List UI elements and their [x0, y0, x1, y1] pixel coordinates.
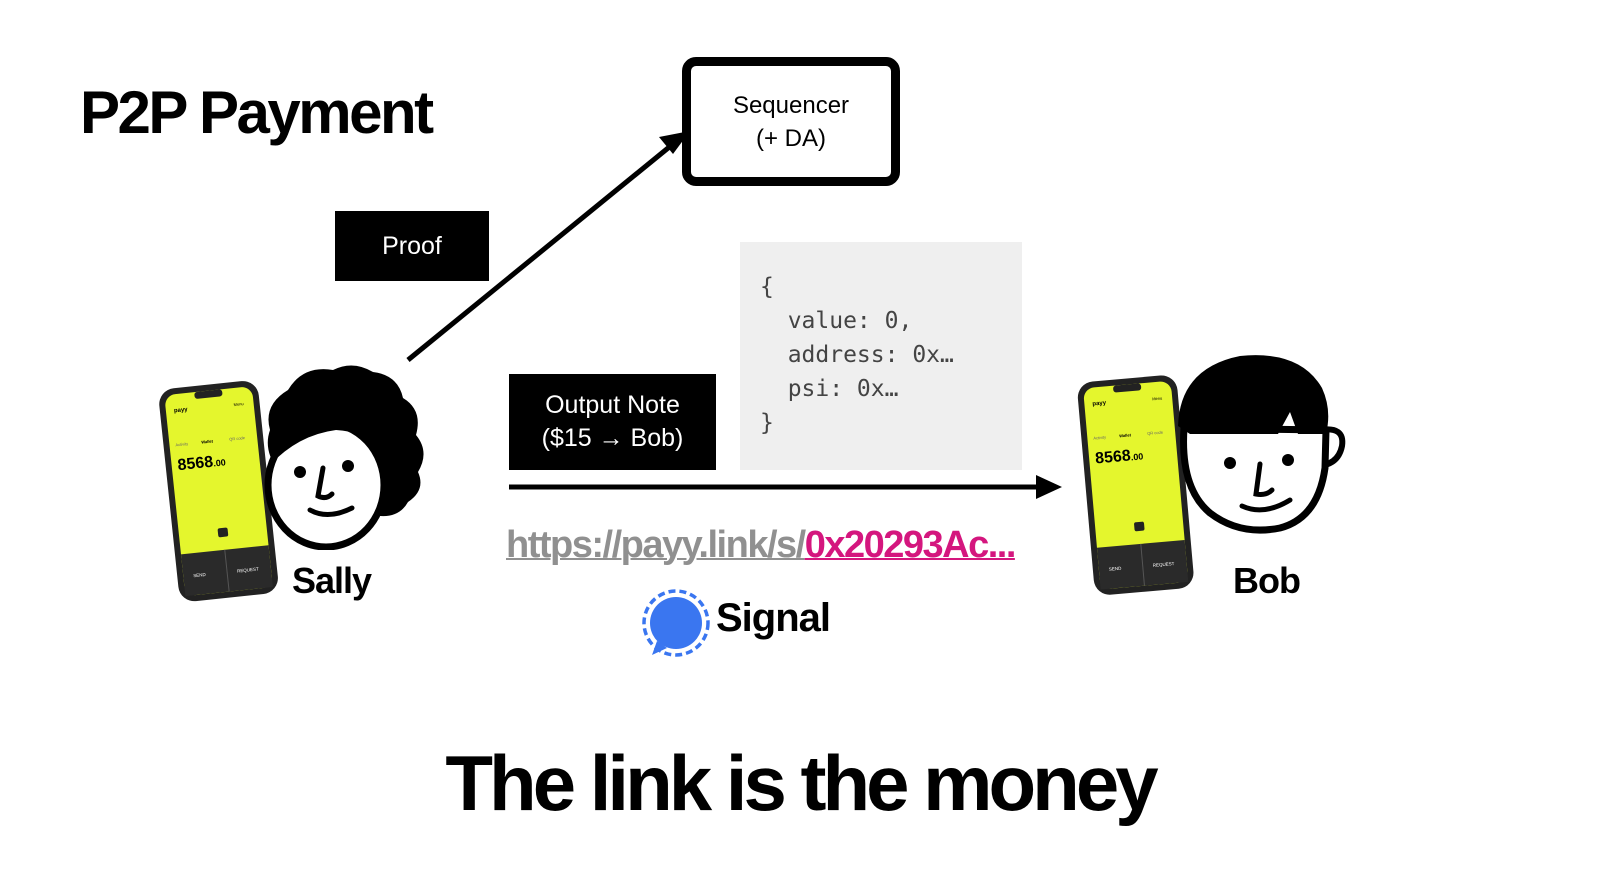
- sally-phone-tab-qr: QR code: [229, 435, 246, 442]
- signal-logo-icon: [642, 589, 710, 657]
- bob-name: Bob: [1233, 560, 1301, 601]
- bob-phone-send: SEND: [1109, 566, 1123, 572]
- signal-label: Signal: [716, 596, 831, 640]
- note-code-box: { value: 0, address: 0x… psi: 0x… }: [740, 242, 1022, 470]
- sally-phone-balance-cents: .00: [213, 457, 226, 468]
- svg-text:8568.00: 8568.00: [177, 452, 227, 474]
- output-note-label: Output Note ($15 → Bob): [509, 374, 716, 470]
- output-note-amount: ($15 → Bob): [541, 424, 684, 452]
- proof-label: Proof: [335, 211, 489, 281]
- sally-phone-request: REQUEST: [237, 566, 259, 573]
- output-note-title: Output Note: [545, 391, 680, 419]
- payment-link-prefix[interactable]: https://payy.link/s/: [506, 524, 806, 566]
- bob-phone-tab-activity: Activity: [1093, 435, 1106, 441]
- output-note-arrowhead: [1036, 475, 1062, 499]
- sally-name: Sally: [292, 560, 372, 601]
- bob-avatar: [1178, 355, 1346, 534]
- sally-phone-send: SEND: [193, 572, 207, 578]
- bob-phone-tab-qr: QR code: [1147, 429, 1164, 435]
- sally-phone-tab-activity: Activity: [175, 441, 188, 447]
- bob-phone-menu: Menu: [1152, 395, 1162, 401]
- bob-phone-request: REQUEST: [1153, 561, 1175, 568]
- sally-phone-tab-wallet: Wallet: [201, 438, 214, 444]
- sally-phone-balance: 8568: [177, 454, 214, 475]
- sequencer-box: Sequencer (+ DA): [682, 57, 900, 186]
- tagline: The link is the money: [445, 739, 1158, 827]
- svg-text:8568.00: 8568.00: [1094, 446, 1143, 467]
- sequencer-sublabel: (+ DA): [755, 124, 826, 152]
- note-code: { value: 0, address: 0x… psi: 0x… }: [760, 274, 954, 436]
- sally-avatar: [264, 365, 424, 550]
- bob-phone: payy Menu Activity Wallet QR code 8568.0…: [1077, 375, 1194, 595]
- bob-phone-balance: 8568: [1094, 447, 1131, 467]
- payment-link[interactable]: https://payy.link/s/0x20293Ac...: [506, 524, 1017, 567]
- proof-arrow-line: [406, 142, 675, 362]
- sally-phone: payy Menu Activity Wallet QR code 8568.0…: [159, 381, 278, 602]
- bob-phone-balance-cents: .00: [1130, 451, 1143, 462]
- proof-text: Proof: [382, 231, 442, 260]
- sally-phone-app-name: payy: [174, 407, 189, 414]
- bob-phone-tab-wallet: Wallet: [1119, 432, 1132, 438]
- payment-link-hash[interactable]: 0x20293Ac...: [804, 524, 1017, 566]
- sequencer-label: Sequencer: [732, 91, 850, 119]
- sally-phone-menu: Menu: [233, 401, 243, 407]
- page-title: P2P Payment: [80, 79, 434, 146]
- bob-phone-app-name: payy: [1092, 400, 1107, 407]
